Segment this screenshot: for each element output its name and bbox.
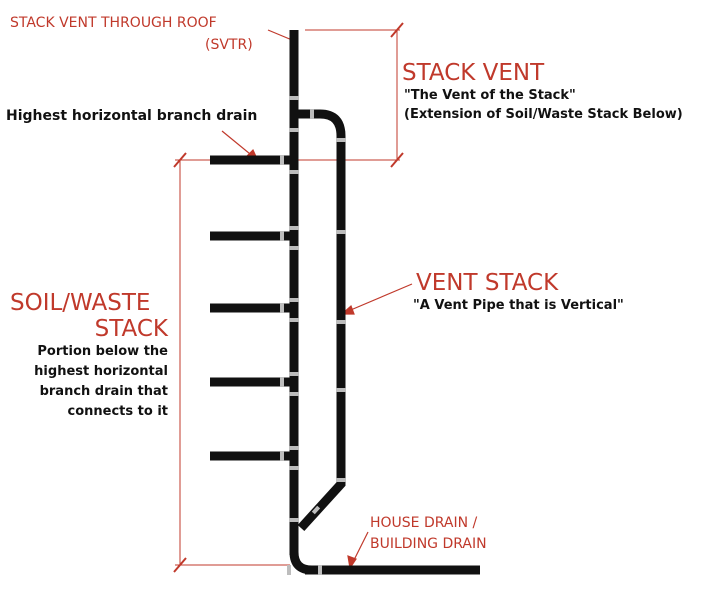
soil-waste-desc-line: branch drain that: [39, 384, 168, 399]
coupling: [311, 505, 321, 515]
coupling: [336, 138, 346, 142]
coupling: [310, 109, 314, 119]
coupling: [289, 246, 299, 250]
coupling: [280, 377, 284, 387]
coupling: [280, 451, 284, 461]
soil-waste-title-line1: SOIL/WASTE: [10, 290, 151, 316]
pipe-couplings: [280, 96, 346, 575]
leader-vent-stack: [345, 283, 413, 313]
coupling: [289, 298, 299, 302]
coupling: [289, 96, 299, 100]
house-drain-label: HOUSE DRAIN /: [370, 515, 478, 531]
coupling: [336, 320, 346, 324]
coupling: [280, 303, 284, 313]
dimension-lines: [173, 22, 404, 573]
coupling: [289, 128, 299, 132]
coupling: [336, 388, 346, 392]
svtr-abbrev-label: (SVTR): [205, 37, 253, 53]
coupling: [289, 170, 299, 174]
stack-vent-title: STACK VENT: [402, 60, 545, 86]
tick-mid-left: [173, 152, 187, 168]
coupling: [289, 466, 299, 470]
coupling: [289, 318, 299, 322]
coupling: [289, 392, 299, 396]
svtr-label: STACK VENT THROUGH ROOF: [10, 15, 217, 31]
highest-branch-drain-label: Highest horizontal branch drain: [6, 108, 258, 124]
soil-waste-desc-line: connects to it: [67, 404, 169, 419]
coupling: [287, 565, 291, 575]
vent-stack-pipe: [297, 109, 346, 532]
coupling: [336, 478, 346, 482]
stack-vent-quote: "The Vent of the Stack": [404, 88, 576, 103]
coupling: [289, 372, 299, 376]
soil-waste-description: Portion below the highest horizontal bra…: [0, 342, 168, 422]
coupling: [280, 155, 284, 165]
building-drain-label: BUILDING DRAIN: [370, 536, 487, 552]
coupling: [289, 518, 299, 522]
tick-bottom-left: [173, 557, 187, 573]
tick-mid-right: [390, 152, 404, 168]
coupling: [318, 565, 322, 575]
stack-vent-description: (Extension of Soil/Waste Stack Below): [404, 107, 683, 122]
tick-top-right: [390, 22, 404, 38]
coupling: [336, 230, 346, 234]
coupling: [289, 226, 299, 230]
soil-waste-desc-line: highest horizontal: [34, 364, 168, 379]
soil-waste-desc-line: Portion below the: [37, 344, 168, 359]
arrow-house-drain: [347, 555, 357, 570]
leader-svtr: [267, 29, 293, 41]
vent-stack-title: VENT STACK: [416, 270, 559, 296]
coupling: [280, 231, 284, 241]
soil-waste-title-line2: STACK: [94, 316, 168, 342]
vent-stack-quote: "A Vent Pipe that is Vertical": [413, 298, 624, 313]
coupling: [289, 446, 299, 450]
